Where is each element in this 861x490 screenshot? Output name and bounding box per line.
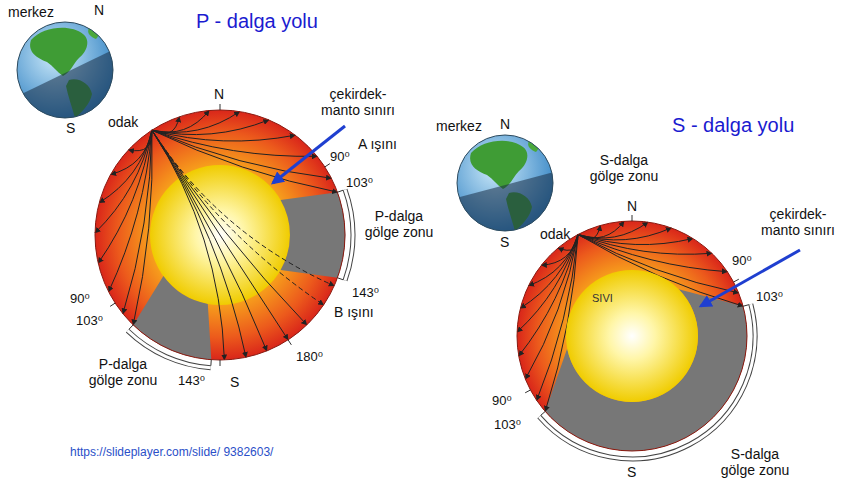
- angle-tick: [220, 360, 221, 366]
- wave-ray: [152, 120, 269, 135]
- source-url: https://slideplayer.com/slide/ 9382603/: [70, 446, 280, 460]
- angle-tick: [129, 325, 133, 329]
- core-label: SIVI: [592, 292, 613, 304]
- wave-ray: [133, 130, 152, 325]
- zone-label: S-dalga gölge zonu: [583, 152, 665, 184]
- pole-label: S: [230, 374, 239, 390]
- panel-title: S - dalga yolu: [672, 114, 794, 137]
- globe-outline: [457, 135, 553, 231]
- wave-ray: [152, 130, 324, 305]
- wave-ray: [152, 130, 267, 351]
- wave-ray: [578, 221, 624, 238]
- angle-tick: [337, 190, 343, 192]
- ray-label: B ışını: [334, 304, 374, 320]
- wave-ray: [95, 130, 152, 233]
- globe: [5, 22, 125, 130]
- wave-ray: [520, 235, 578, 309]
- angle-tick: [734, 279, 739, 282]
- panel-title: P - dalga yolu: [196, 10, 318, 33]
- wave-ray: [578, 235, 727, 272]
- pole-label: S: [627, 464, 636, 480]
- angle-tick: [337, 278, 343, 280]
- ray-label: A ışını: [358, 136, 397, 152]
- angle-tick: [525, 390, 530, 393]
- pole-label: S: [66, 120, 75, 136]
- core-shape: [566, 270, 698, 402]
- focus-label: odak: [540, 226, 570, 242]
- angle-label: 143⁰: [178, 374, 205, 389]
- angle-marks: [110, 104, 353, 368]
- angle-label: 90⁰: [732, 254, 752, 269]
- wave-ray: [152, 130, 307, 325]
- earth-outline: [95, 110, 345, 360]
- globe-shadow: [5, 44, 125, 130]
- angle-tick: [210, 360, 211, 366]
- angle-label: 103⁰: [494, 418, 521, 433]
- boundary-label: çekirdek- manto sınırı: [752, 206, 844, 238]
- earth-outline: [517, 221, 747, 451]
- angle-tick: [743, 305, 749, 307]
- pole-label: N: [94, 2, 104, 18]
- angle-label: 103⁰: [76, 314, 103, 329]
- angle-label: 90⁰: [330, 150, 350, 165]
- angle-label: 103⁰: [346, 176, 373, 191]
- angle-tick: [110, 303, 115, 306]
- wave-ray: [152, 130, 338, 192]
- globe-outline: [17, 22, 113, 118]
- angle-label: 90⁰: [70, 292, 90, 307]
- zone-label: S-dalga gölge zonu: [714, 446, 796, 478]
- angle-label: 180⁰: [296, 350, 323, 365]
- angle-tick: [541, 411, 546, 415]
- globe-label: merkez: [8, 4, 54, 20]
- mantle: [517, 221, 747, 451]
- wave-ray: [123, 130, 152, 314]
- pole-label: N: [214, 86, 224, 102]
- wave-rays: [517, 221, 743, 411]
- continents: [5, 28, 125, 130]
- pointer-arrow: [701, 250, 800, 306]
- mantle: [95, 110, 345, 360]
- wave-ray: [152, 130, 246, 357]
- angle-tick: [220, 104, 221, 110]
- zone-label: P-dalga gölge zonu: [358, 208, 440, 240]
- focus-label: odak: [108, 114, 138, 130]
- angle-tick: [325, 164, 330, 167]
- angle-tick: [632, 215, 633, 221]
- angle-marks: [525, 215, 755, 459]
- angle-label: 90⁰: [492, 394, 512, 409]
- globe-label: merkez: [436, 118, 482, 134]
- shadow-zone: [281, 192, 345, 278]
- angle-tick: [288, 340, 291, 345]
- liquid-core: SIVI: [566, 270, 698, 402]
- zone-label: P-dalga gölge zonu: [82, 356, 164, 388]
- angle-label: 103⁰: [756, 290, 783, 305]
- pole-label: N: [500, 116, 510, 132]
- wave-ray: [152, 130, 334, 286]
- pole-label: S: [500, 234, 509, 250]
- boundary-label: çekirdek- manto sınırı: [312, 86, 404, 118]
- angle-label: 143⁰: [352, 286, 379, 301]
- wave-ray: [152, 130, 317, 156]
- wave-ray: [152, 130, 225, 360]
- wave-ray: [152, 112, 240, 133]
- core-circle: [566, 270, 698, 402]
- zone-bracket: [345, 190, 353, 281]
- pole-label: N: [627, 198, 637, 214]
- wave-ray: [98, 130, 152, 263]
- zone-bracket: [345, 190, 353, 281]
